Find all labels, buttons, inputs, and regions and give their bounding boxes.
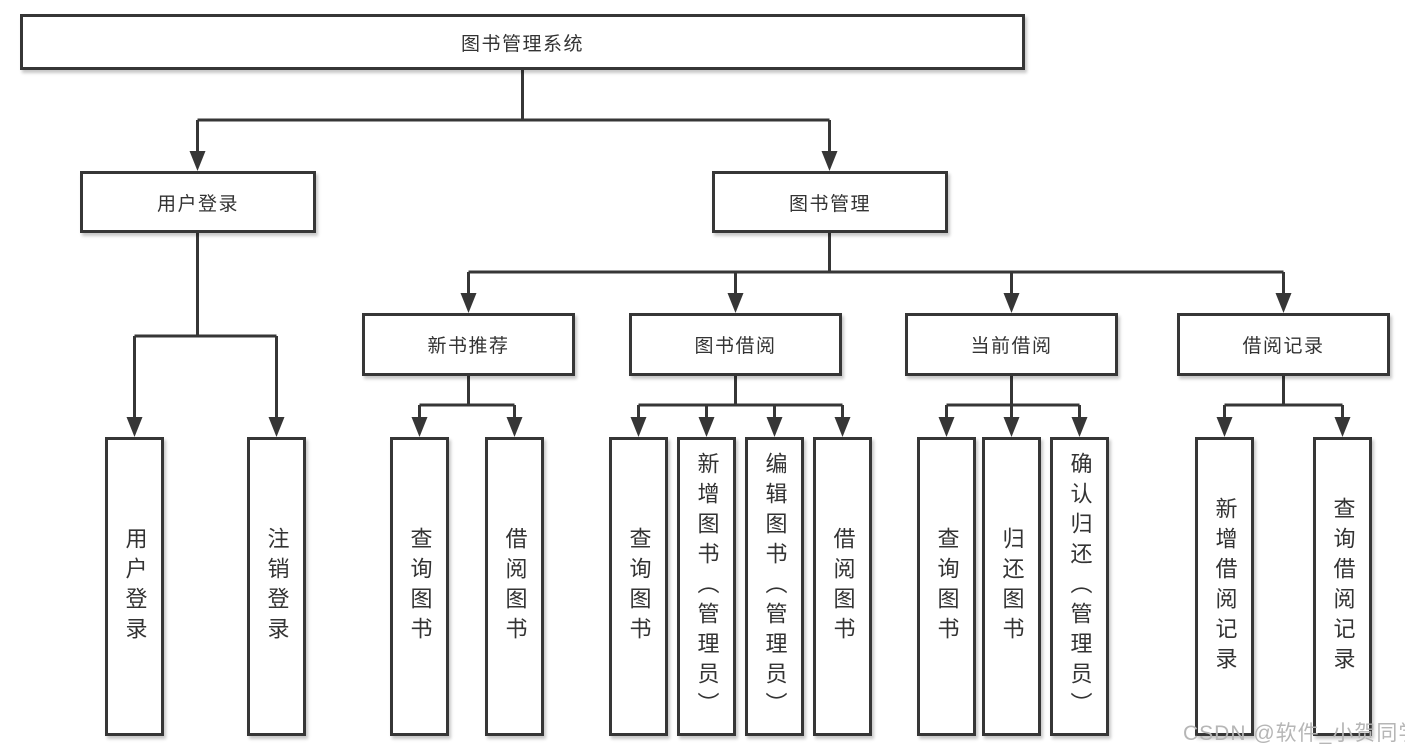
arrowhead-icon — [834, 417, 851, 437]
arrowhead-icon — [126, 417, 143, 437]
node-label: 借阅图书 — [502, 526, 528, 647]
node-label: 查询借阅记录 — [1330, 496, 1356, 677]
leaf-borrow-query-books: 查询图书 — [609, 437, 668, 736]
node-label: 查询图书 — [934, 526, 960, 647]
leaf-newbook-borrow-books: 借阅图书 — [485, 437, 544, 736]
node-label: 查询图书 — [407, 526, 433, 647]
watermark-text: CSDN @软件_小贺同学 — [1183, 722, 1405, 745]
leaf-newbook-query-books: 查询图书 — [390, 437, 449, 736]
leaf-return-books: 归还图书 — [982, 437, 1041, 736]
node-new-book-recommendation: 新书推荐 — [362, 313, 575, 376]
node-current-borrowing: 当前借阅 — [905, 313, 1118, 376]
arrowhead-icon — [189, 151, 206, 171]
leaf-edit-books-admin: 编辑图书（管理员） — [745, 437, 804, 736]
node-label: 借阅记录 — [1242, 336, 1325, 357]
node-label: 查询图书 — [626, 526, 652, 647]
node-book-management: 图书管理 — [712, 171, 948, 233]
arrowhead-icon — [1071, 417, 1088, 437]
node-label: 当前借阅 — [970, 336, 1053, 357]
node-book-borrowing: 图书借阅 — [629, 313, 842, 376]
arrowhead-icon — [698, 417, 715, 437]
node-label: 用户登录 — [122, 526, 148, 647]
leaf-borrow-books: 借阅图书 — [813, 437, 872, 736]
node-label: 借阅图书 — [830, 526, 856, 647]
node-label: 图书管理系统 — [460, 33, 584, 55]
arrowhead-icon — [821, 151, 838, 171]
leaf-confirm-return-admin: 确认归还（管理员） — [1050, 437, 1109, 736]
leaf-query-borrow-record: 查询借阅记录 — [1313, 437, 1372, 736]
arrowhead-icon — [1003, 293, 1020, 313]
node-label: 新增图书（管理员） — [694, 451, 720, 722]
arrowhead-icon — [630, 417, 647, 437]
arrowhead-icon — [1216, 417, 1233, 437]
connector-lines — [133, 70, 1344, 420]
arrowhead-icon — [938, 417, 955, 437]
node-label: 确认归还（管理员） — [1067, 451, 1093, 722]
arrowhead-icon — [727, 293, 744, 313]
node-label: 图书管理 — [788, 193, 871, 215]
arrowhead-icon — [766, 417, 783, 437]
node-label: 用户登录 — [156, 193, 239, 215]
node-user-login: 用户登录 — [80, 171, 316, 233]
arrowhead-icon — [1003, 417, 1020, 437]
arrowhead-icon — [506, 417, 523, 437]
node-label: 新增借阅记录 — [1212, 496, 1238, 677]
node-borrowing-records: 借阅记录 — [1177, 313, 1390, 376]
arrowhead-icon — [268, 417, 285, 437]
leaf-add-books-admin: 新增图书（管理员） — [677, 437, 736, 736]
node-label: 归还图书 — [999, 526, 1025, 647]
leaf-current-query-books: 查询图书 — [917, 437, 976, 736]
arrowhead-icon — [411, 417, 428, 437]
leaf-logout: 注销登录 — [247, 437, 306, 736]
node-root-library-system: 图书管理系统 — [20, 14, 1025, 70]
node-label: 新书推荐 — [427, 336, 510, 357]
leaf-add-borrow-record: 新增借阅记录 — [1195, 437, 1254, 736]
node-label: 注销登录 — [264, 526, 290, 647]
arrowhead-icon — [460, 293, 477, 313]
arrowhead-icon — [1275, 293, 1292, 313]
arrowhead-icons — [126, 151, 1351, 437]
arrowhead-icon — [1334, 417, 1351, 437]
leaf-user-login: 用户登录 — [105, 437, 164, 736]
node-label: 编辑图书（管理员） — [762, 451, 788, 722]
node-label: 图书借阅 — [694, 336, 777, 357]
